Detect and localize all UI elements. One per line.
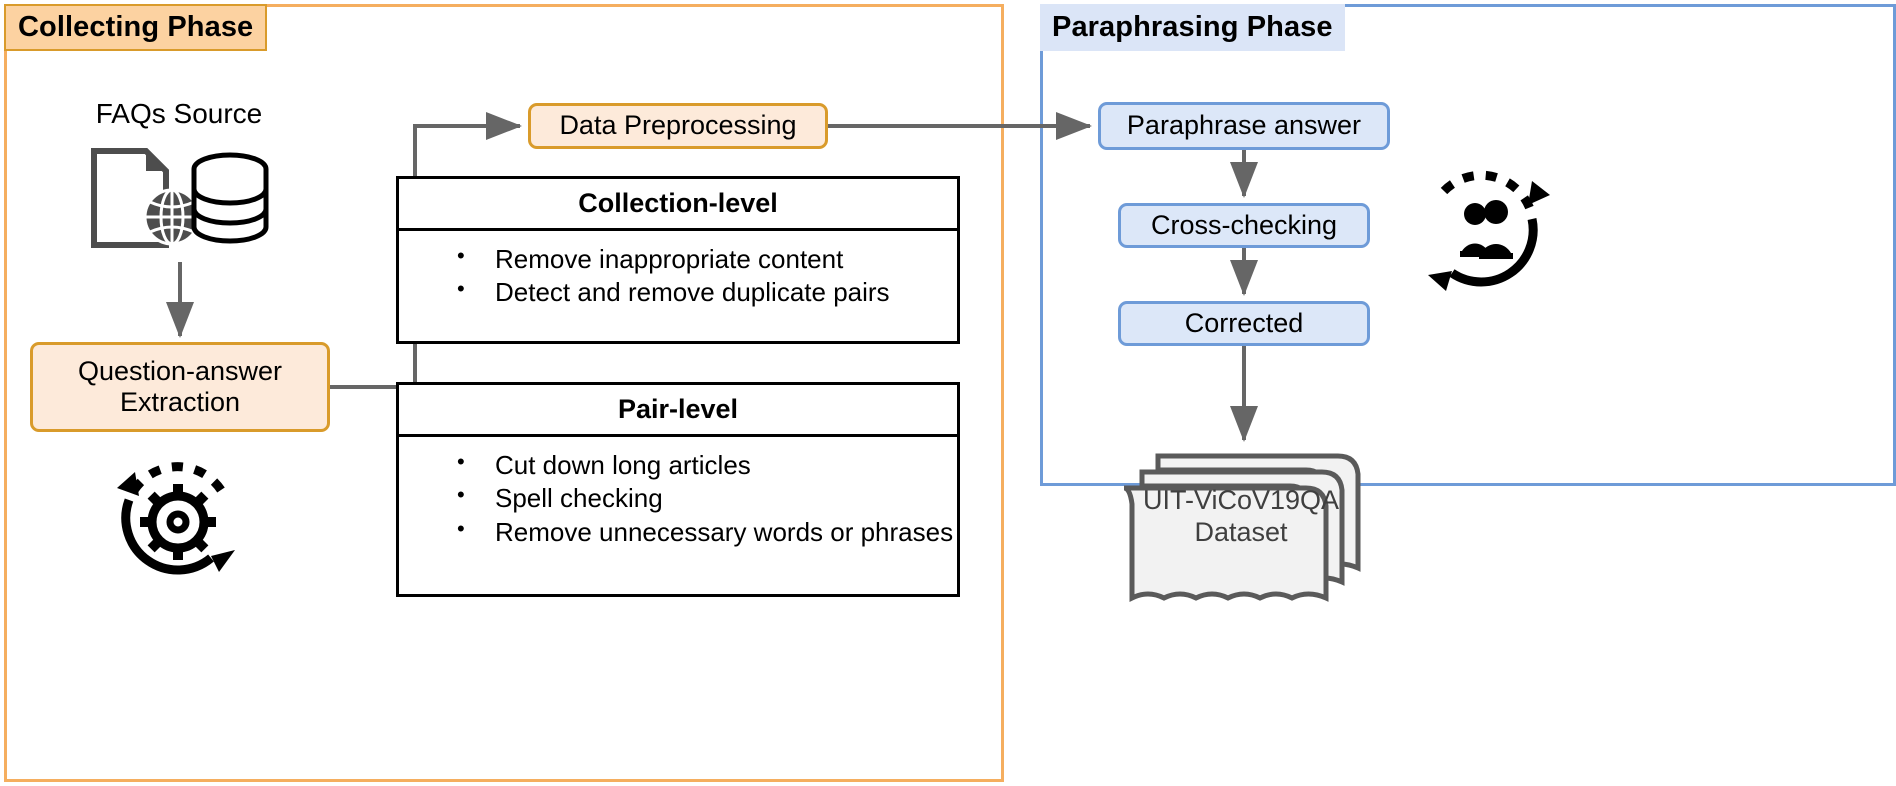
collection-level-heading: Collection-level	[399, 179, 957, 231]
gear-cycle-icon	[103, 452, 253, 597]
dataset-label: UIT-ViCoV19QA Dataset	[1142, 485, 1340, 547]
list-item: Remove inappropriate content	[457, 242, 957, 276]
people-cycle-icon	[1408, 165, 1558, 305]
collecting-phase-container	[4, 4, 1004, 782]
paraphrasing-phase-title: Paraphrasing Phase	[1040, 4, 1345, 51]
collecting-phase-title: Collecting Phase	[4, 4, 268, 51]
collection-level-table: Collection-level Remove inappropriate co…	[396, 176, 960, 344]
collection-level-body: Remove inappropriate content Detect and …	[399, 231, 957, 322]
list-item: Cut down long articles	[457, 448, 957, 482]
node-data-preprocessing[interactable]: Data Preprocessing	[528, 103, 828, 149]
node-question-answer-extraction[interactable]: Question-answer Extraction	[30, 342, 330, 432]
document-globe-database-icon	[88, 145, 274, 260]
pair-level-heading: Pair-level	[399, 385, 957, 437]
pair-level-table: Pair-level Cut down long articles Spell …	[396, 382, 960, 597]
node-cross-checking[interactable]: Cross-checking	[1118, 203, 1370, 248]
stacked-documents-icon	[1110, 442, 1390, 612]
list-item: Remove unnecessary words or phrases	[457, 515, 957, 549]
node-paraphrase-answer[interactable]: Paraphrase answer	[1098, 102, 1390, 150]
paraphrasing-phase-container	[1040, 4, 1896, 486]
list-item: Detect and remove duplicate pairs	[457, 275, 957, 309]
faqs-source-label: FAQs Source	[95, 98, 263, 129]
node-corrected[interactable]: Corrected	[1118, 301, 1370, 346]
list-item: Spell checking	[457, 481, 957, 515]
pair-level-body: Cut down long articles Spell checking Re…	[399, 437, 957, 561]
